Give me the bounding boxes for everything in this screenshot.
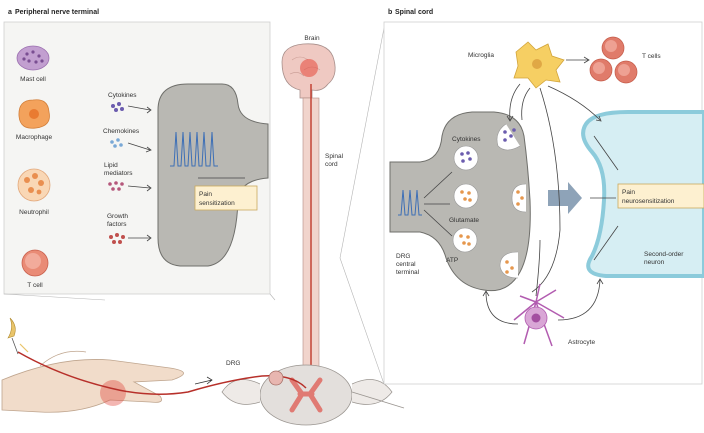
t-cells-label: T cells (642, 53, 661, 60)
microglia-label: Microglia (468, 52, 494, 59)
mast-cell-label: Mast cell (20, 76, 46, 83)
drg-terminal-label-line3: terminal (396, 269, 420, 276)
spinal-cord-label-line2: cord (325, 161, 338, 168)
macrophage-label: Macrophage (16, 134, 53, 141)
neutrophil (18, 169, 50, 201)
t-cell (22, 250, 48, 276)
astrocyte-label: Astrocyte (568, 339, 595, 346)
atp-vesicle (453, 228, 477, 252)
growth-factors-label-line1: Growth (107, 213, 128, 220)
cytokines-label: Cytokines (108, 92, 137, 99)
drg-terminal-label-line1: DRG (396, 253, 410, 260)
lipid-mediators-label-line2: mediators (104, 170, 133, 177)
panel-a: a Peripheral nerve terminal Mast cell Ma… (4, 9, 270, 294)
panel-a-title: Peripheral nerve terminal (15, 9, 99, 16)
panel-b-letter: b (388, 9, 392, 16)
pain-neurosensitization-line1: Pain (622, 189, 635, 196)
drg-label: DRG (226, 360, 240, 367)
atp-label: ATP (446, 257, 458, 264)
macrophage (19, 100, 50, 129)
pain-neurosensitization-line2: neurosensitization (622, 198, 675, 205)
brain-label: Brain (304, 35, 320, 42)
growth-factors-label-line2: factors (107, 221, 127, 228)
drg-ganglion (269, 371, 283, 385)
spinal-cord-label-line1: Spinal (325, 153, 344, 160)
glutamate-label: Glutamate (449, 217, 479, 224)
neutrophil-label: Neutrophil (19, 209, 49, 216)
pain-sensitization-line1: Pain (199, 191, 212, 198)
microglia-nucleus (532, 59, 542, 69)
hand (2, 351, 184, 412)
brain (282, 44, 335, 98)
panel-a-letter: a (8, 9, 12, 16)
spinal-cord-cross-section (222, 365, 404, 425)
panel-b: b Spinal cord Microglia T cells (384, 9, 704, 384)
cytokines-label-b: Cytokines (452, 136, 481, 143)
t-cell-label: T cell (27, 282, 43, 289)
mast-cell (17, 46, 49, 70)
nerve-arrow (195, 377, 212, 384)
second-order-neuron-label-line2: neuron (644, 259, 665, 266)
panel-b-title: Spinal cord (395, 9, 433, 16)
lipid-mediators-label-line1: Lipid (104, 162, 118, 169)
drg-terminal-label-line2: central (396, 261, 416, 268)
cytokine-vesicle (454, 146, 478, 170)
chemokines-label: Chemokines (103, 128, 140, 135)
second-order-neuron-label-line1: Second-order (644, 251, 684, 258)
glutamate-vesicle (454, 184, 478, 208)
pain-sensitization-line2: sensitization (199, 200, 235, 207)
injury-needle-icon (8, 318, 28, 354)
